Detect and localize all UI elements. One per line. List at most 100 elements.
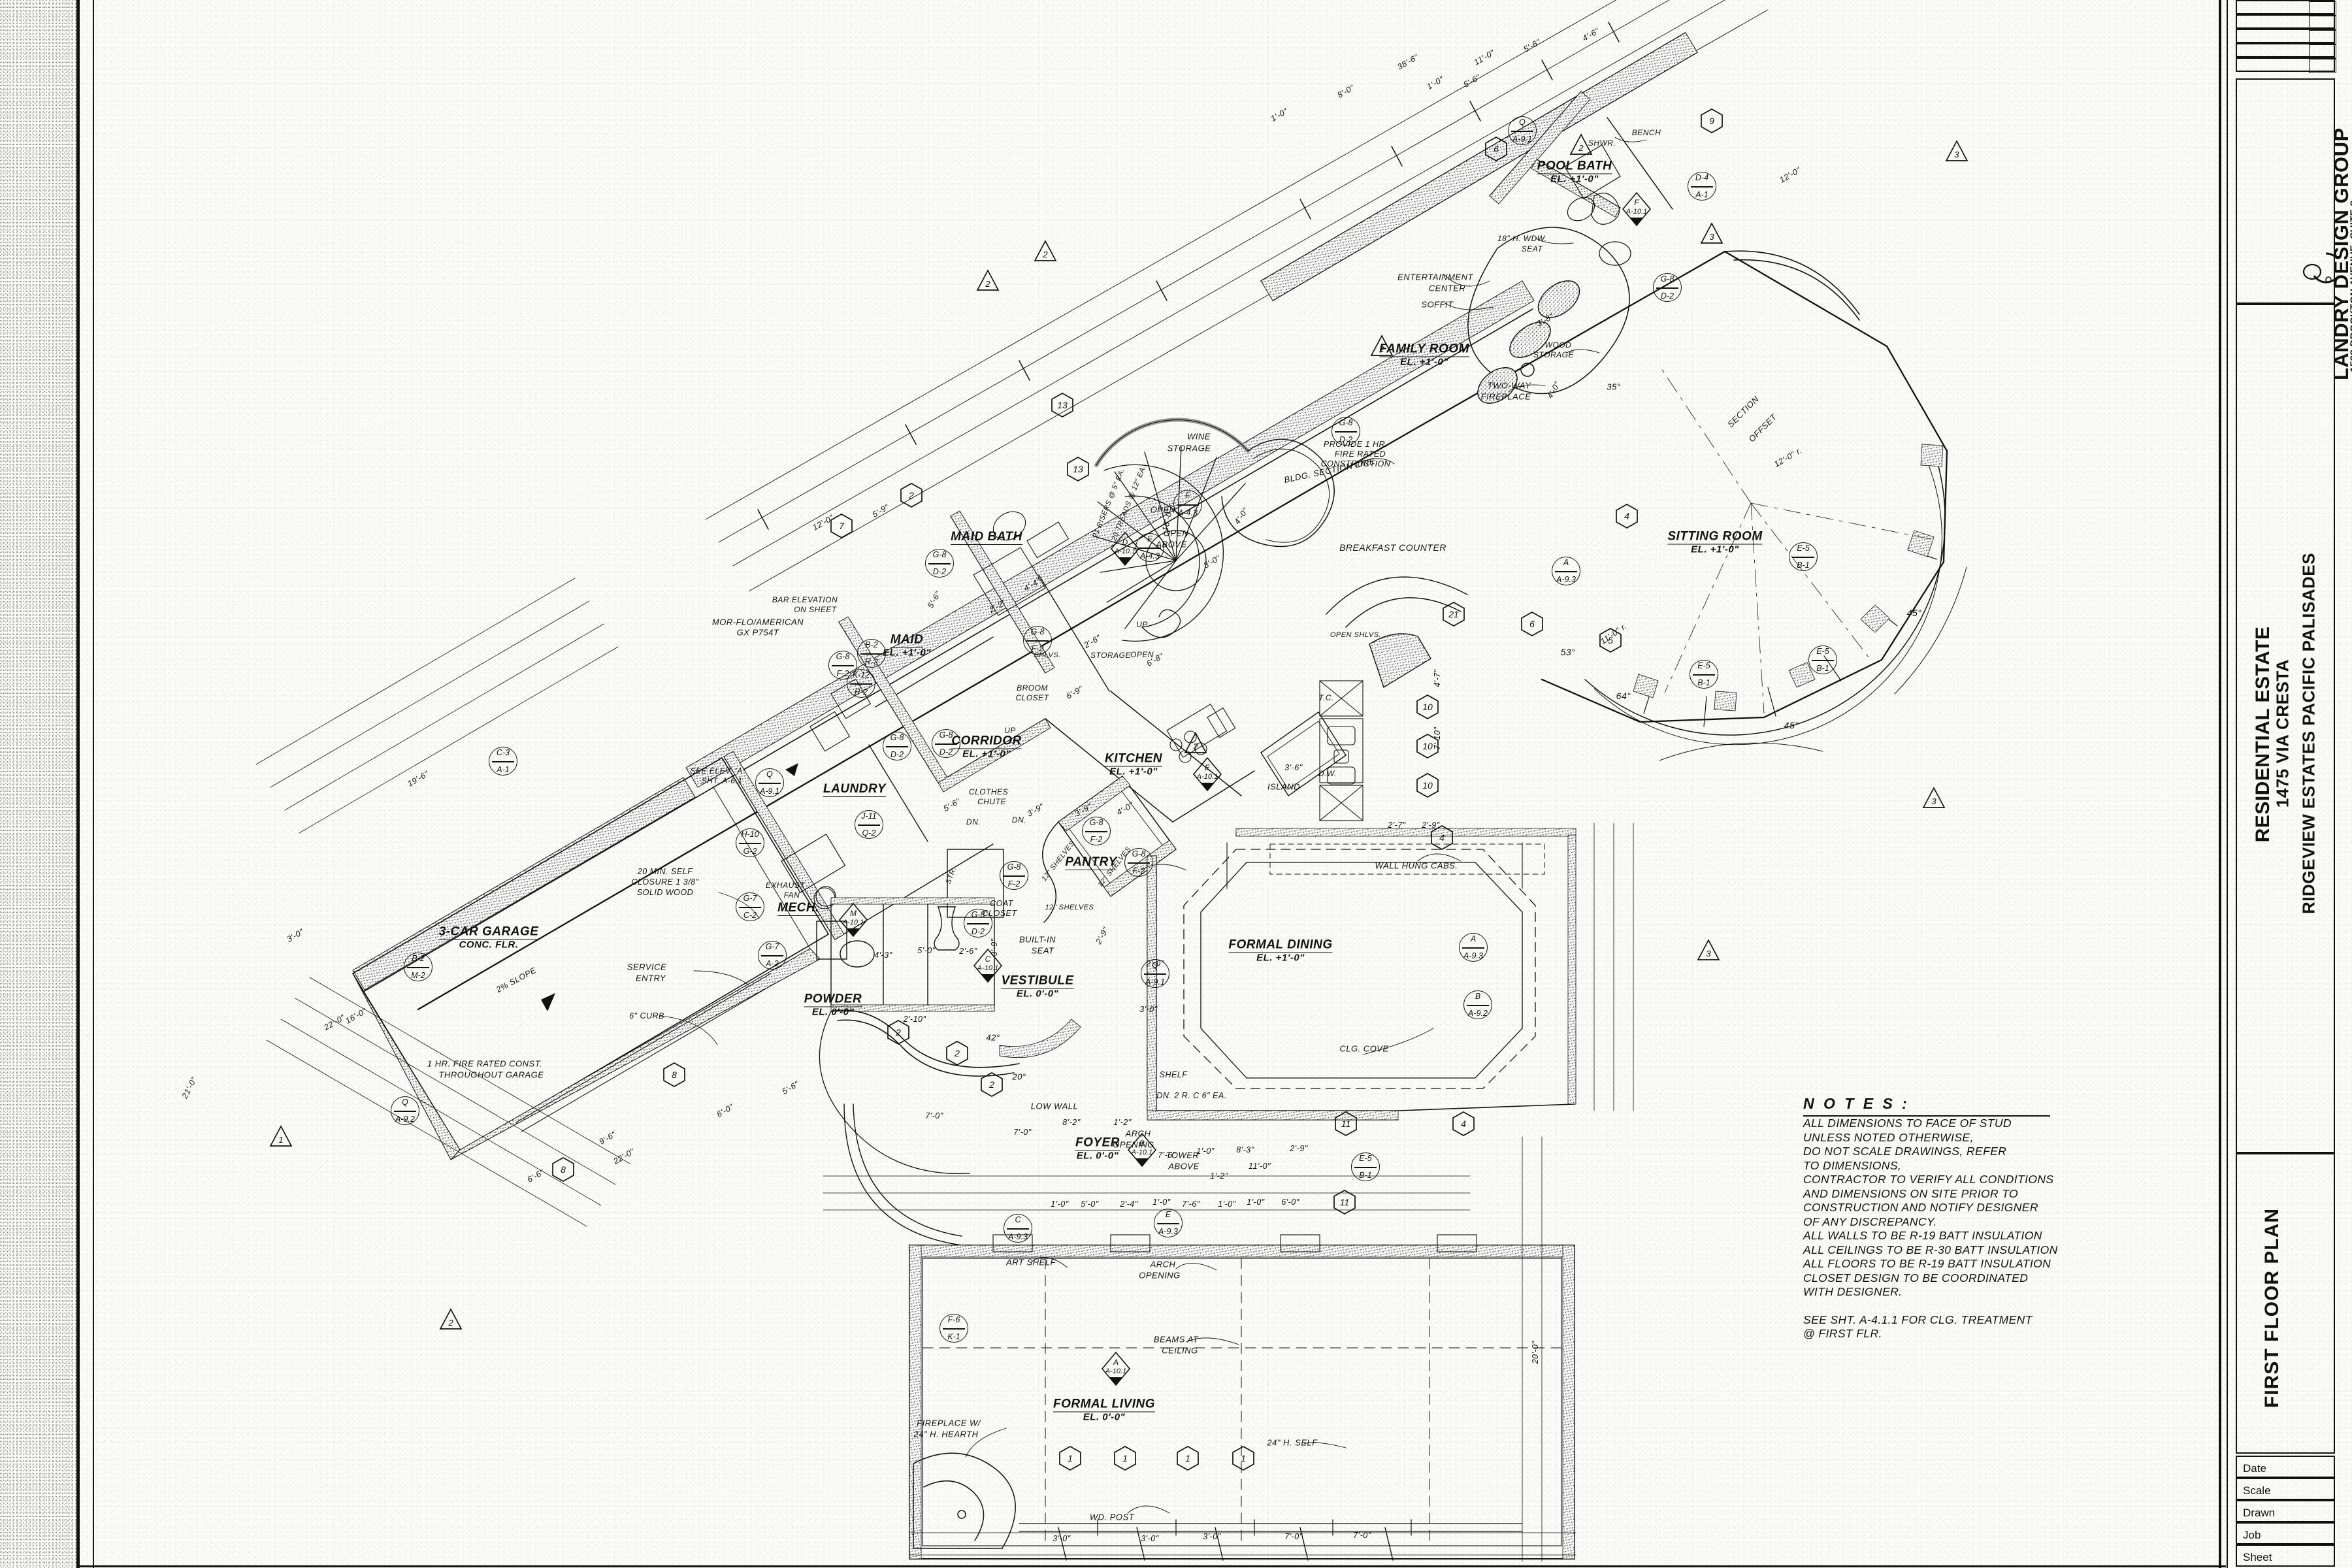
titleblock-field-scale[interactable]: Scale <box>2236 1478 2335 1500</box>
window-door-tag-hexagon[interactable]: 2 <box>946 1041 968 1066</box>
revision-row[interactable] <box>2236 29 2336 44</box>
revision-cloud-marker[interactable]: 2 <box>1370 335 1394 358</box>
window-door-tag-hexagon[interactable]: 6 <box>1485 137 1507 161</box>
window-door-tag-hexagon[interactable]: 2 <box>887 1020 909 1045</box>
revision-row[interactable] <box>2236 43 2336 59</box>
revision-cloud-marker[interactable]: 2 <box>1034 240 1057 263</box>
plan-annotation: WALL HUNG CABS. <box>1375 860 1458 871</box>
titleblock-field-job[interactable]: Job <box>2236 1522 2335 1544</box>
titleblock-field-date[interactable]: Date <box>2236 1456 2335 1478</box>
revision-cloud-marker[interactable]: 3 <box>1945 140 1968 163</box>
callout-detail-id: G-7 <box>765 942 779 951</box>
revision-cloud-marker[interactable]: 2 <box>1184 732 1207 755</box>
window-door-tag-hexagon[interactable]: 1 <box>1114 1446 1136 1471</box>
revision-cloud-marker[interactable]: 1 <box>269 1125 293 1149</box>
revision-date-cell[interactable] <box>2309 59 2336 73</box>
revision-cloud-marker[interactable]: 3 <box>1697 939 1720 962</box>
revision-row[interactable] <box>2236 57 2336 73</box>
revision-cloud-marker[interactable]: 2 <box>1569 133 1593 157</box>
window-door-tag-hexagon[interactable]: 4 <box>1431 825 1453 850</box>
plan-annotation: SEAT <box>1521 244 1543 253</box>
window-door-tag-hexagon[interactable]: 10 <box>1416 694 1439 719</box>
revision-cloud-marker[interactable]: 2 <box>976 269 1000 293</box>
revision-date-cell[interactable] <box>2309 16 2336 30</box>
revision-cloud-marker[interactable]: 2 <box>439 1308 463 1331</box>
titleblock-field-sheet[interactable]: Sheet <box>2236 1544 2335 1567</box>
window-door-tag-hexagon[interactable]: 13 <box>1051 393 1073 417</box>
elevation-letter: E <box>1204 763 1210 772</box>
window-door-tag-hexagon[interactable]: 9 <box>1701 108 1723 133</box>
window-door-tag-hexagon[interactable]: 2 <box>900 483 923 508</box>
revision-cloud-marker[interactable]: 3 <box>1922 787 1946 810</box>
window-door-tag-hexagon[interactable]: 8 <box>663 1062 685 1087</box>
revision-row[interactable] <box>2236 0 2336 16</box>
window-door-tag-hexagon[interactable]: 10 <box>1416 773 1439 798</box>
window-door-tag-hexagon[interactable]: 13 <box>1067 457 1089 482</box>
window-door-tag-hexagon[interactable]: 7 <box>830 514 853 538</box>
revision-cloud-marker[interactable]: 3 <box>1700 222 1723 246</box>
window-door-tag-hexagon[interactable]: 1 <box>1177 1446 1199 1471</box>
window-door-tag-hexagon[interactable]: 21 <box>1443 602 1465 627</box>
callout-detail-id: Q <box>1519 118 1526 127</box>
window-door-tag-hexagon[interactable]: 4 <box>1452 1111 1475 1136</box>
window-door-tag-hexagon[interactable]: 1 <box>1059 1446 1081 1471</box>
titleblock-field-drawn[interactable]: Drawn <box>2236 1500 2335 1522</box>
window-door-tag-hexagon[interactable]: 11 <box>1335 1111 1357 1136</box>
revision-row[interactable] <box>2236 14 2336 30</box>
window-door-tag-hexagon[interactable]: 10 <box>1416 734 1439 759</box>
window-door-tag-hexagon[interactable]: 5 <box>1599 628 1622 653</box>
window-door-tag-hexagon[interactable]: 11 <box>1333 1190 1356 1215</box>
window-door-tag-hexagon[interactable]: 6 <box>1521 612 1543 636</box>
revision-date-cell[interactable] <box>2309 30 2336 44</box>
window-door-tag-hexagon[interactable]: 4 <box>1616 504 1638 529</box>
revision-date-cell[interactable] <box>2309 1 2336 16</box>
window-door-tag-hexagon[interactable]: 2 <box>981 1072 1003 1097</box>
revision-date-cell[interactable] <box>2309 44 2336 59</box>
window-door-tag-hexagon[interactable]: 8 <box>552 1157 574 1182</box>
window-door-tag-hexagon[interactable]: 1 <box>1232 1446 1254 1471</box>
